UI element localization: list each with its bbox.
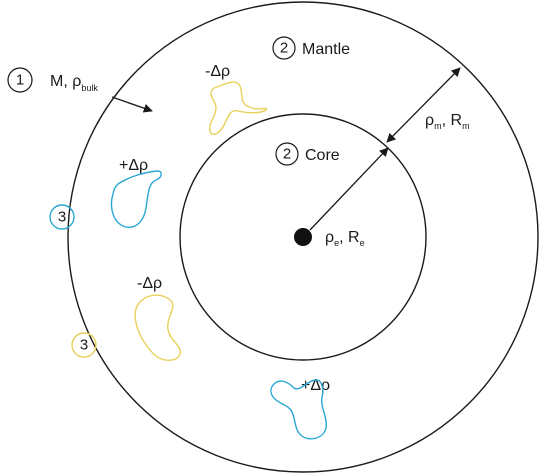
- mantle-number-circle: [272, 36, 296, 60]
- label-1-text: M, ρbulk: [50, 73, 98, 93]
- label-1-number: 1: [16, 72, 24, 89]
- label-1-circle: [7, 67, 33, 93]
- marker-3-blue-circle: [49, 204, 75, 230]
- mantle-params-label: ρm, Rm: [425, 112, 470, 131]
- core-number: 2: [283, 146, 291, 163]
- left-yellow-blob-label: -Δρ: [137, 275, 162, 292]
- marker-3-blue-number: 3: [58, 209, 66, 226]
- core-label: Core: [305, 147, 340, 164]
- left-blue-blob-label: +Δρ: [119, 157, 148, 174]
- left-positive-anomaly-blob: [110, 170, 162, 228]
- mantle-thickness-arrow: [386, 67, 461, 143]
- top-negative-anomaly-blob: [208, 81, 268, 135]
- mantle-outer-circle: [67, 1, 539, 473]
- left-negative-anomaly-blob: [134, 294, 181, 361]
- core-circle: [179, 113, 427, 361]
- mantle-label: Mantle: [302, 41, 350, 58]
- core-number-circle: [275, 142, 299, 166]
- marker-3-yellow-circle: [71, 332, 97, 358]
- core-radius-arrow: [309, 147, 389, 231]
- mantle-number: 2: [280, 40, 288, 57]
- bulk-pointer-arrow: [111, 96, 153, 113]
- core-center-dot: [294, 228, 312, 246]
- bottom-positive-anomaly-blob: [270, 379, 328, 440]
- core-params-label: ρe, Re: [325, 229, 365, 248]
- top-blob-label: -Δρ: [205, 63, 230, 80]
- marker-3-yellow-number: 3: [80, 337, 88, 354]
